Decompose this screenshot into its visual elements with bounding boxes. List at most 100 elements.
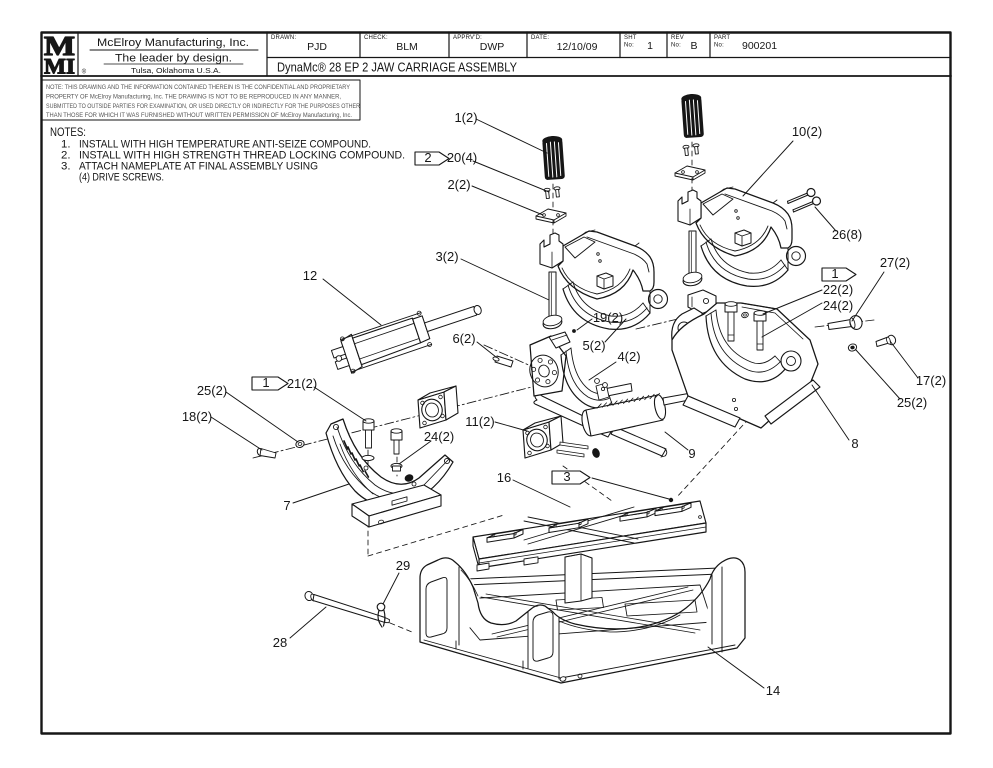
pillow-block-a-hole-1 — [420, 400, 425, 406]
upper-jaw-right-liner-end2 — [780, 259, 789, 271]
callout-c12: 12 — [303, 268, 317, 283]
bracket7-hole-mid2 — [411, 481, 417, 487]
cyl12-tierod-top — [339, 312, 422, 340]
pillow-block-a — [417, 385, 459, 429]
bolt27-head-face — [849, 317, 856, 329]
phantom-bracket-to-beam — [367, 514, 505, 557]
leader-flag3 — [591, 477, 670, 500]
bracket7-foot-hole — [378, 519, 384, 525]
leader-c26 — [814, 206, 837, 232]
beam-pad-c-hole-a — [624, 512, 628, 517]
cotter-pin-26-a-ring — [806, 187, 816, 198]
base-front-post-edges — [527, 611, 560, 680]
leader-c14 — [707, 646, 765, 689]
pillow-block-b-hole-1 — [525, 430, 530, 436]
roller9-clevis-pin — [601, 386, 606, 391]
callout-c2: 2(2) — [447, 177, 470, 192]
pedestal-body — [564, 553, 593, 604]
beam-pad-a-hole-a — [491, 534, 495, 538]
leader-c19 — [576, 318, 593, 331]
leader-c18 — [210, 416, 263, 451]
upper-jaw-right-top-band — [724, 193, 788, 230]
callout-c10: 10(2) — [792, 124, 822, 139]
upper-jaw-right-block-lines — [734, 232, 752, 247]
cyl12-barrel-line1 — [354, 322, 415, 345]
handle-1-right-body — [681, 97, 704, 138]
upper-jaw-right-tab-lines — [681, 200, 691, 226]
flag-note1-left: 1 — [251, 375, 289, 391]
upper-jaw-right-liner-end1 — [700, 238, 712, 247]
beam-pad-c-hole-b — [646, 511, 650, 515]
handle-1-right — [681, 93, 704, 138]
beam-pad-b-hole-a — [553, 524, 557, 528]
pillow-block-a-side — [443, 385, 459, 421]
leader-c9 — [664, 431, 689, 451]
jaw8-liner-end1 — [705, 309, 717, 317]
pillow-block-b-bore — [526, 428, 548, 452]
cyl12-barrel-line2 — [359, 338, 420, 360]
bolt-17 — [875, 334, 897, 347]
flag-note1-right-shape — [821, 267, 857, 282]
lower-jaw-right-8 — [671, 289, 821, 429]
jaw8-dot-1 — [732, 397, 737, 402]
drawing-title: DynaMc® 28 EP 2 JAW CARRIAGE ASSEMBLY — [277, 60, 517, 75]
handle-1-left-body — [542, 139, 565, 180]
jawL-bolt-hole-1 — [545, 379, 551, 385]
screw18-shank — [259, 448, 277, 459]
upper-jaw-left-liner-end2 — [642, 302, 651, 314]
jawL-dark-oval — [592, 448, 600, 458]
pillow-block-a-bore-inner — [425, 402, 439, 418]
disclaimer-line-1: NOTE: THIS DRAWING AND THE INFORMATION C… — [46, 84, 351, 91]
company-tagline: The leader by design. — [115, 53, 232, 65]
jawL-bolt-hole-0 — [551, 370, 557, 376]
jawL-stud-1 — [594, 378, 600, 384]
drive-screw-20-d-shank — [694, 145, 699, 155]
leader-c2 — [471, 185, 544, 216]
jaw8-tab-hole — [702, 297, 710, 305]
rev-value: B — [690, 40, 697, 52]
flag-note1-right: 1 — [821, 266, 857, 282]
leader-c24r — [761, 302, 823, 338]
nut24l-body — [392, 465, 401, 472]
note1-text: INSTALL WITH HIGH TEMPERATURE ANTI-SEIZE… — [79, 139, 371, 151]
leader-c6 — [476, 341, 497, 358]
callout-c14: 14 — [766, 683, 780, 698]
callout-c20: 20(4) — [447, 150, 477, 165]
logo-letter-m: M — [44, 31, 75, 61]
upper-jaw-left — [539, 229, 669, 331]
leader-c4 — [588, 361, 617, 381]
hydraulic-cylinder-12 — [330, 304, 482, 374]
bolt-22-a-head-top — [724, 301, 738, 307]
pillow-block-b-hole-3 — [545, 443, 550, 449]
handle-1-left-flutes — [545, 141, 562, 178]
bolt17-face — [886, 336, 891, 345]
callout-c9: 9 — [688, 446, 695, 461]
upper-jaw-left-saddle-inner — [561, 267, 631, 295]
note1-num: 1. — [61, 139, 71, 151]
flag-note3: 3 — [551, 469, 591, 485]
phantom-jaw8-to-beam — [675, 411, 756, 499]
upper-jaw-right-tab — [677, 189, 702, 226]
beam-foot-a — [476, 562, 490, 572]
base-left-window — [425, 576, 448, 638]
leader-c25l — [225, 391, 299, 443]
bolt-22-a-shank — [727, 311, 735, 342]
handle-1-left — [542, 135, 565, 180]
phantom-pin28-axis — [389, 622, 413, 633]
leader-c3 — [460, 258, 550, 301]
check-value: BLM — [396, 41, 418, 53]
apprvd-label: APPRV'D: — [453, 35, 482, 41]
bracket7-body — [325, 418, 454, 507]
upper-jaw-right-block — [734, 229, 752, 247]
callout-c29: 29 — [396, 558, 410, 573]
centerline-main-left — [252, 378, 564, 459]
base-floor-slot-b — [624, 599, 698, 617]
beam-end-hole — [698, 515, 702, 519]
part-value: 900201 — [742, 40, 777, 52]
upper-jaw-right-dot1 — [734, 209, 738, 213]
spacer-6 — [492, 355, 514, 368]
pillow-block-a-hole-4 — [422, 420, 427, 426]
callout-c17: 17(2) — [916, 373, 946, 388]
upper-jaw-left-dot1 — [596, 252, 600, 256]
